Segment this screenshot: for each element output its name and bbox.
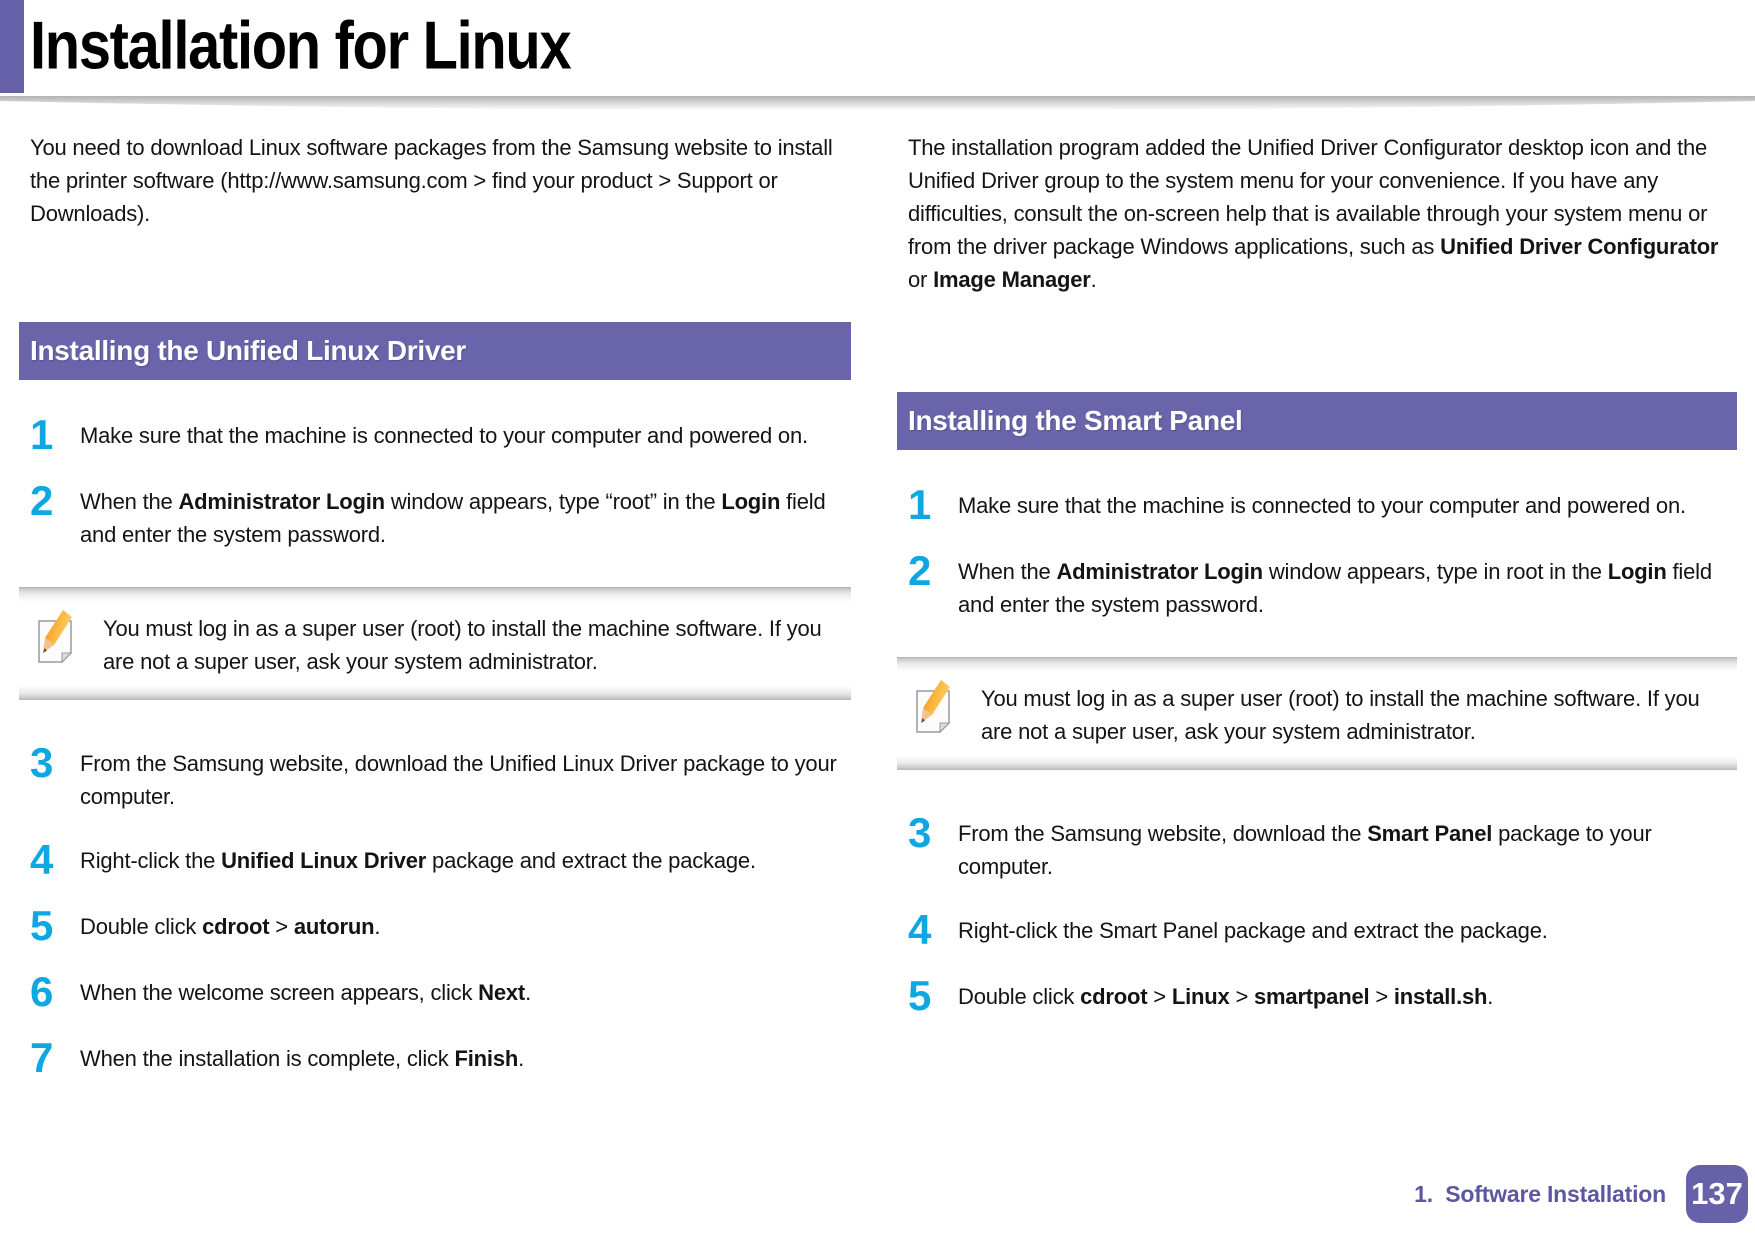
step-number: 1 (30, 411, 54, 458)
step-text: Right-click the Smart Panel package and … (958, 918, 1548, 943)
note-box: You must log in as a super user (root) t… (897, 657, 1737, 770)
steps-list: 3 From the Samsung website, download the … (897, 809, 1737, 1019)
step-item: 3 From the Samsung website, download the … (908, 809, 1737, 883)
step-number: 5 (30, 902, 54, 949)
step-text: Double click cdroot > Linux > smartpanel… (958, 984, 1494, 1009)
masthead: Installation for Linux (0, 0, 1755, 93)
intro-paragraph: You need to download Linux software pack… (30, 135, 833, 226)
step-number: 6 (30, 968, 54, 1015)
step-number: 4 (908, 906, 932, 953)
step-item: 3 From the Samsung website, download the … (30, 739, 851, 813)
step-item: 1 Make sure that the machine is connected… (30, 411, 851, 458)
step-item: 1 Make sure that the machine is connected… (908, 481, 1737, 528)
title-accent-bar (0, 0, 24, 93)
step-item: 4 Right-click the Smart Panel package and… (908, 906, 1737, 953)
step-text: From the Samsung website, download the S… (958, 821, 1652, 879)
step-item: 4 Right-click the Unified Linux Driver pa… (30, 836, 851, 883)
section-header-smart-panel: Installing the Smart Panel (897, 392, 1737, 450)
step-number: 3 (30, 739, 54, 786)
step-item: 2 When the Administrator Login window app… (908, 547, 1737, 621)
step-text: Make sure that the machine is connected … (958, 493, 1686, 518)
section-header-unified-linux-driver: Installing the Unified Linux Driver (19, 322, 851, 380)
note-pencil-icon (38, 610, 73, 664)
page-content: You need to download Linux software pack… (0, 131, 1755, 1081)
step-number: 5 (908, 972, 932, 1019)
step-text: When the installation is complete, click… (80, 1046, 525, 1071)
page-title: Installation for Linux (30, 6, 572, 83)
right-column: The installation program added the Unifi… (897, 131, 1737, 1019)
step-number: 2 (908, 547, 932, 594)
left-column: You need to download Linux software pack… (19, 131, 851, 1081)
step-text: From the Samsung website, download the U… (80, 751, 837, 809)
section-title: Installing the Unified Linux Driver (30, 335, 466, 366)
page-number: 137 (1691, 1176, 1743, 1211)
note-text: You must log in as a super user (root) t… (103, 616, 822, 674)
step-number: 1 (908, 481, 932, 528)
step-item: 6 When the welcome screen appears, click … (30, 968, 851, 1015)
page-number-badge: 137 (1686, 1165, 1748, 1223)
note-text: You must log in as a super user (root) t… (981, 686, 1700, 744)
section-title: Installing the Smart Panel (908, 405, 1243, 436)
step-text: Double click cdroot > autorun. (80, 914, 381, 939)
step-text: When the Administrator Login window appe… (958, 559, 1712, 617)
step-item: 2 When the Administrator Login window app… (30, 477, 851, 551)
step-number: 3 (908, 809, 932, 856)
steps-list: 1 Make sure that the machine is connected… (19, 411, 851, 551)
page-footer: 1. Software Installation 137 (1414, 1165, 1748, 1223)
intro-paragraph: The installation program added the Unifi… (908, 135, 1719, 292)
step-item: 5 Double click cdroot > Linux > smartpane… (908, 972, 1737, 1019)
step-text: Right-click the Unified Linux Driver pac… (80, 848, 756, 873)
step-item: 5 Double click cdroot > autorun. (30, 902, 851, 949)
step-text: Make sure that the machine is connected … (80, 423, 808, 448)
step-number: 4 (30, 836, 54, 883)
step-number: 2 (30, 477, 54, 524)
step-text: When the welcome screen appears, click N… (80, 980, 531, 1005)
note-box: You must log in as a super user (root) t… (19, 587, 851, 700)
chapter-label: 1. Software Installation (1414, 1180, 1666, 1207)
step-item: 7 When the installation is complete, clic… (30, 1034, 851, 1081)
steps-list: 3 From the Samsung website, download the … (19, 739, 851, 1081)
step-text: When the Administrator Login window appe… (80, 489, 826, 547)
step-number: 7 (30, 1034, 54, 1081)
title-divider-swoosh (0, 96, 1755, 111)
steps-list: 1 Make sure that the machine is connected… (897, 481, 1737, 621)
note-pencil-icon (916, 680, 951, 734)
